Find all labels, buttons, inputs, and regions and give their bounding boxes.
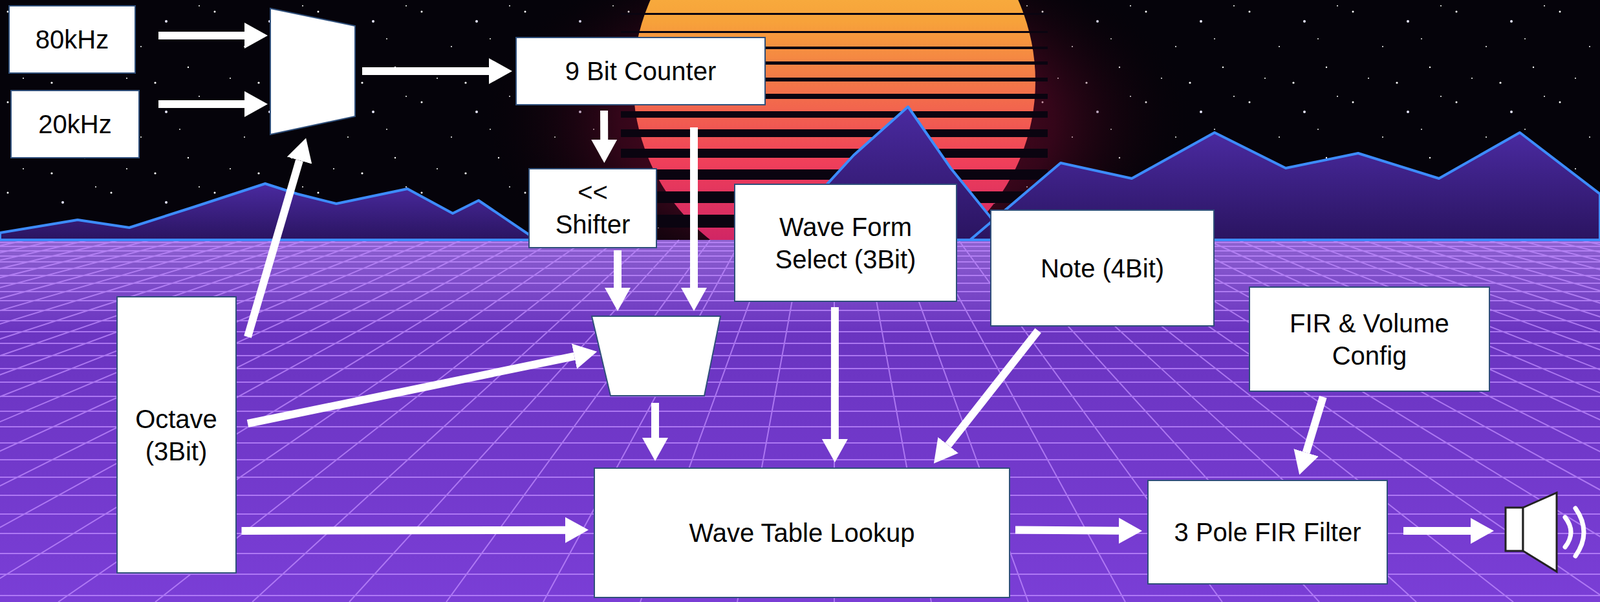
box-label: Octave (3Bit) (128, 402, 226, 468)
arrow (690, 127, 698, 288)
arrow (1403, 527, 1471, 535)
box-label: 20kHz (38, 108, 112, 141)
box-label: Note (4Bit) (1040, 252, 1165, 285)
box-label: Wave Table Lookup (688, 516, 915, 550)
arrow (651, 402, 660, 438)
clock-mux (270, 8, 356, 135)
process-box: 20kHz (10, 89, 140, 159)
speaker-icon (1505, 492, 1584, 572)
arrow-connector (241, 530, 566, 531)
arrow (247, 160, 300, 337)
arrow-connector (831, 307, 839, 440)
box-label: << Shifter (544, 175, 642, 241)
arrow-connector (600, 110, 608, 140)
box-label: 80kHz (35, 23, 109, 56)
arrow (247, 356, 575, 424)
box-label: 3 Pole FIR Filter (1174, 516, 1362, 549)
arrow (158, 100, 245, 109)
process-box: FIR & Volume Config (1248, 286, 1491, 392)
process-box: Wave Table Lookup (593, 467, 1011, 599)
arrow (613, 250, 622, 288)
box-label: Wave Form Select (3Bit) (758, 210, 934, 276)
box-label: FIR & Volume Config (1279, 307, 1461, 372)
arrow-connector (1306, 397, 1324, 453)
arrow (362, 67, 489, 76)
process-box: Wave Form Select (3Bit) (734, 183, 958, 303)
process-box: 3 Pole FIR Filter (1147, 479, 1388, 585)
arrow-connector (948, 330, 1038, 445)
arrow-connector (1015, 530, 1119, 531)
arrow (158, 31, 245, 40)
process-box: Octave (3Bit) (116, 296, 237, 574)
process-box: 9 Bit Counter (515, 36, 766, 106)
process-box: 80kHz (8, 5, 136, 74)
process-box: Note (4Bit) (990, 209, 1215, 327)
process-box: << Shifter (528, 168, 658, 249)
box-label: 9 Bit Counter (565, 54, 716, 88)
counter-mux (591, 316, 721, 396)
